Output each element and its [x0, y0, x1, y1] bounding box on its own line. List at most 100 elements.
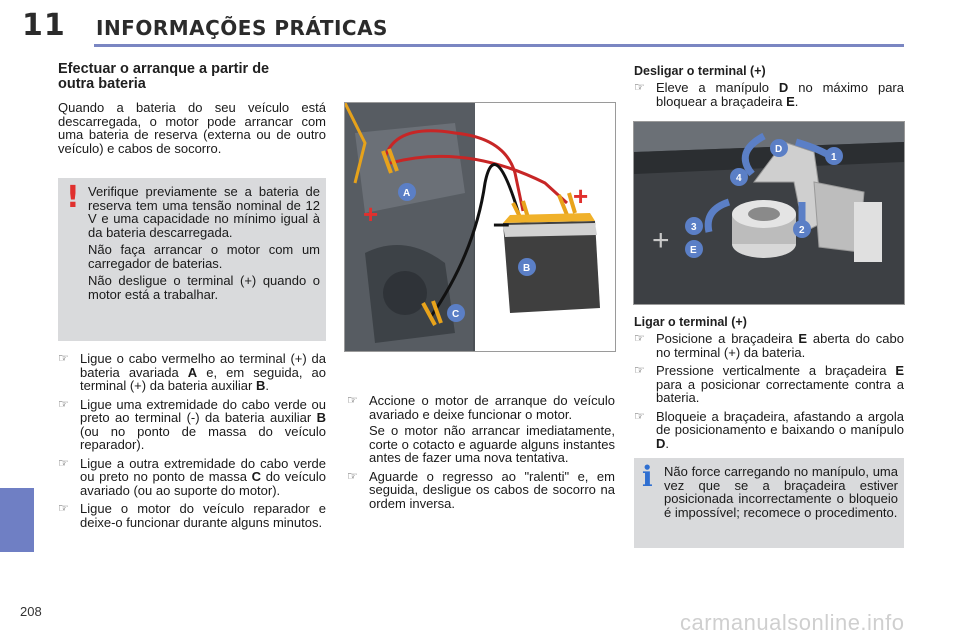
pointing-hand-icon: ☞ — [634, 331, 645, 345]
connect-steps: ☞ Posicione a braçadeira E aberta do cab… — [634, 331, 904, 455]
label-3: 3 — [691, 222, 697, 233]
warning-text: Verifique previamente se a bateria de re… — [88, 185, 320, 305]
middle-steps: ☞ Accione o motor de arranque do veículo… — [347, 393, 615, 515]
plus-sign-left: + — [363, 199, 378, 229]
terminal-clamp-illustration: + 1 2 3 4 D E — [633, 121, 905, 305]
step-ref: D — [778, 80, 789, 95]
step-ref: A — [187, 364, 198, 380]
label-1: 1 — [831, 152, 837, 163]
jump-start-drawing: + + – A B C — [345, 103, 615, 351]
label-a-marker — [398, 183, 416, 201]
jump-start-illustration: + + – A B C — [344, 102, 616, 352]
minus-sign: – — [493, 207, 510, 240]
warning-icon: ! — [66, 180, 80, 215]
step-ref: B — [255, 378, 266, 393]
label-3-marker — [685, 217, 703, 235]
step-item: ☞ Ligue a outra extremidade do cabo verd… — [58, 455, 326, 498]
section-title: Efectuar o arranque a partir de outra ba… — [58, 62, 328, 92]
label-1-marker — [825, 147, 843, 165]
left-steps: ☞ Ligue o cabo vermelho ao terminal (+) … — [58, 351, 326, 534]
chapter-number: 11 — [22, 8, 66, 43]
label-2-marker — [793, 220, 811, 238]
pointing-hand-icon: ☞ — [58, 351, 69, 365]
step-text: . — [794, 93, 799, 109]
step-ref: E — [786, 93, 795, 109]
label-c: C — [452, 309, 459, 320]
page-number: 208 — [20, 604, 42, 619]
step-text: Bloqueie a braçadeira, afastando a argol… — [656, 408, 904, 437]
step-ref: C — [251, 469, 262, 484]
step-item: ☞ Ligue o cabo vermelho ao terminal (+) … — [58, 351, 326, 393]
pointing-hand-icon: ☞ — [347, 393, 358, 407]
step-ref: E — [798, 331, 808, 346]
step-item: ☞ Bloqueie a braçadeira, afastando a arg… — [634, 408, 904, 451]
info-box: i Não force carregando no manípulo, uma … — [634, 458, 904, 548]
pointing-hand-icon: ☞ — [634, 80, 645, 94]
disconnect-title: Desligar o terminal (+) — [634, 64, 766, 78]
label-d-marker — [770, 139, 788, 157]
info-icon: i — [642, 460, 653, 493]
step-text: Ligue uma extremidade do cabo verde ou p… — [80, 396, 326, 425]
label-a: A — [403, 188, 410, 199]
step-text: Ligue a outra extremidade do cabo verde … — [80, 455, 326, 484]
section-title-line1: Efectuar o arranque a partir de — [58, 61, 270, 77]
label-2: 2 — [799, 225, 805, 236]
label-b-marker — [518, 258, 536, 276]
header-rule — [94, 44, 904, 47]
step-text: para a posicionar correctamente contra a… — [656, 376, 904, 405]
warning-box: ! Verifique previamente se a bateria de … — [58, 178, 326, 341]
label-4: 4 — [736, 173, 742, 184]
step-text: Se o motor não arrancar imediatamente, c… — [369, 423, 615, 465]
step-text: Pressione verticalmente a braçadeira — [656, 363, 896, 378]
label-d: D — [775, 144, 782, 155]
pointing-hand-icon: ☞ — [58, 501, 69, 515]
pointing-hand-icon: ☞ — [634, 408, 645, 423]
info-text: Não force carregando no manípulo, uma ve… — [664, 464, 898, 520]
step-item: ☞ Posicione a braçadeira E aberta do cab… — [634, 331, 904, 360]
step-text: aberta do cabo no terminal (+) da bateri… — [656, 331, 904, 360]
step-text: Ligue o motor do veículo reparador e dei… — [80, 501, 326, 530]
warning-paragraph: Não desligue o terminal (+) quando o mot… — [88, 273, 320, 302]
label-e-marker — [685, 240, 703, 258]
watermark: carmanualsonline.info — [680, 610, 905, 635]
label-b: B — [523, 263, 530, 274]
step-text: Posicione a braçadeira — [656, 331, 799, 346]
step-text: . — [665, 435, 670, 451]
pointing-hand-icon: ☞ — [58, 396, 69, 411]
pointing-hand-icon: ☞ — [58, 455, 69, 470]
label-c-marker — [447, 304, 465, 322]
step-text: (ou no ponto de massa do veículo reparad… — [80, 423, 326, 452]
section-title-line2: outra bateria — [58, 76, 146, 92]
label-e: E — [690, 245, 697, 256]
step-text: Accione o motor de arranque do veículo a… — [369, 393, 615, 422]
step-ref: B — [316, 410, 326, 425]
step-ref: E — [895, 363, 904, 378]
pointing-hand-icon: ☞ — [347, 468, 358, 483]
step-text: Aguarde o regresso ao "ralenti" e, em se… — [369, 468, 615, 511]
step-text: do veículo avariado (ou ao suporte do mo… — [80, 469, 326, 498]
label-4-marker — [730, 168, 748, 186]
step-item: ☞ Aguarde o regresso ao "ralenti" e, em … — [347, 468, 615, 511]
step-text: no máximo para bloquear a braçadeira — [656, 80, 904, 109]
terminal-clamp-drawing: + 1 2 3 4 D E — [634, 122, 904, 304]
intro-paragraph: Quando a bateria do seu veículo está des… — [58, 100, 326, 156]
step-text: Ligue o cabo vermelho ao terminal (+) da… — [80, 351, 326, 380]
step-text: e, em seguida, ao terminal (+) da bateri… — [80, 364, 326, 393]
step-item: ☞ Accione o motor de arranque do veículo… — [347, 393, 615, 465]
step-item: ☞ Ligue uma extremidade do cabo verde ou… — [58, 396, 326, 452]
step-text: Eleve a manípulo — [656, 80, 779, 95]
battery-plus-sign: + — [652, 224, 670, 257]
step-ref: D — [656, 435, 666, 451]
warning-paragraph: Não faça arrancar o motor com um carrega… — [88, 242, 320, 271]
step-item: ☞ Pressione verticalmente a braçadeira E… — [634, 363, 904, 405]
plus-sign-right: + — [573, 181, 588, 211]
chapter-side-tab — [0, 488, 34, 552]
step-text: . — [265, 378, 269, 393]
disconnect-steps: ☞ Eleve a manípulo D no máximo para bloq… — [634, 80, 904, 113]
pointing-hand-icon: ☞ — [634, 363, 645, 377]
section-header: Efectuar o arranque a partir de outra ba… — [58, 62, 328, 92]
step-item: ☞ Eleve a manípulo D no máximo para bloq… — [634, 80, 904, 109]
warning-paragraph: Verifique previamente se a bateria de re… — [88, 184, 320, 240]
step-item: ☞ Ligue o motor do veículo reparador e d… — [58, 501, 326, 530]
chapter-title: INFORMAÇÕES PRÁTICAS — [96, 16, 388, 40]
